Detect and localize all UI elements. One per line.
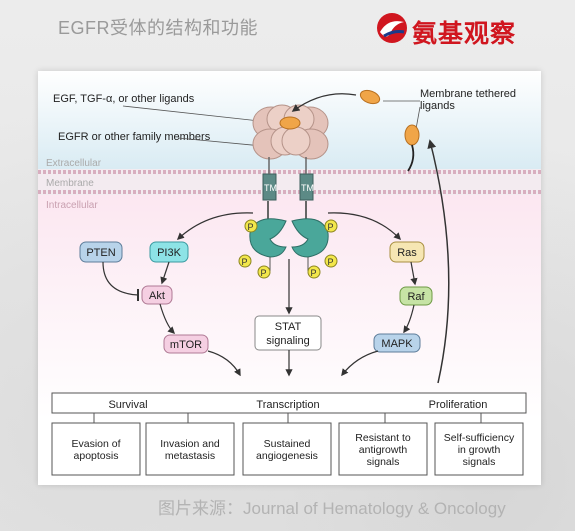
svg-text:Akt: Akt <box>149 290 165 302</box>
hallmark-box-line: in growth <box>458 444 501 456</box>
hallmark-box-line: angiogenesis <box>256 450 318 462</box>
autocrine-arrow <box>427 139 450 384</box>
hallmark-box-line: apoptosis <box>74 450 119 462</box>
image-source: 图片来源：Journal of Hematology & Oncology <box>158 499 506 518</box>
brand-logo-icon <box>377 13 407 43</box>
outcome-transcription: Transcription <box>256 399 319 411</box>
tm-label-left: TM <box>264 183 277 193</box>
brand-logo-text: 氨基观察 <box>412 20 517 48</box>
outcome-header: Survival Transcription Proliferation <box>51 392 527 414</box>
svg-text:P: P <box>328 257 334 267</box>
membrane-tethered-label-2: ligands <box>420 100 455 112</box>
outcome-proliferation: Proliferation <box>429 399 488 411</box>
node-raf: Raf <box>399 286 433 306</box>
hallmark-box-line: signals <box>463 456 496 468</box>
svg-text:PI3K: PI3K <box>157 247 182 259</box>
svg-text:P: P <box>242 257 248 267</box>
ligands-label: EGF, TGF-α, or other ligands <box>53 93 195 105</box>
membrane-tethered-label-1: Membrane tethered <box>420 88 516 100</box>
ligand-bound <box>279 116 301 130</box>
tethered-ligand <box>404 124 420 146</box>
diagram-card: Extracellular Membrane Intracellular EGF… <box>38 71 541 485</box>
ligand-free <box>359 89 381 105</box>
hallmark-box-line: Self-sufficiency <box>444 432 515 444</box>
ligand-binding-arrow <box>291 93 357 112</box>
node-ras: Ras <box>389 241 425 263</box>
hallmark-box-line: Evasion of <box>71 438 120 450</box>
hallmark-box-line: metastasis <box>165 450 215 462</box>
svg-text:STAT: STAT <box>275 321 302 333</box>
phosphate-group: P P P P P P <box>238 219 338 279</box>
svg-text:MAPK: MAPK <box>381 338 413 350</box>
tethered-pointer-2 <box>415 106 421 130</box>
membrane-label: Membrane <box>46 178 94 189</box>
intracellular-label: Intracellular <box>46 200 98 211</box>
svg-text:Ras: Ras <box>397 247 417 259</box>
svg-text:signaling: signaling <box>266 335 309 347</box>
egfr-diagram: Extracellular Membrane Intracellular EGF… <box>38 71 541 476</box>
brand-logo: 氨基观察 <box>374 8 544 48</box>
node-pten: PTEN <box>79 241 123 263</box>
hallmark-box-line: signals <box>367 456 400 468</box>
hallmark-box-line: Invasion and <box>160 438 220 450</box>
receptors-label: EGFR or other family members <box>58 131 211 143</box>
svg-text:Raf: Raf <box>407 291 425 303</box>
node-pi3k: PI3K <box>149 241 189 263</box>
svg-text:P: P <box>261 268 267 278</box>
ligands-pointer <box>122 105 279 124</box>
hallmark-box-line: Resistant to <box>355 432 411 444</box>
hallmark-box-line: antigrowth <box>359 444 408 456</box>
svg-text:mTOR: mTOR <box>170 339 202 351</box>
svg-text:P: P <box>311 268 317 278</box>
node-mapk: MAPK <box>373 333 421 353</box>
svg-text:PTEN: PTEN <box>86 247 115 259</box>
node-mtor: mTOR <box>163 334 209 354</box>
extracellular-label: Extracellular <box>46 158 102 169</box>
outcome-connectors <box>93 413 482 423</box>
tm-label-right: TM <box>301 183 314 193</box>
node-akt: Akt <box>141 285 173 305</box>
hallmark-box-line: Sustained <box>264 438 311 450</box>
outcome-survival: Survival <box>108 399 147 411</box>
page-title: EGFR受体的结构和功能 <box>58 18 259 38</box>
node-stat-signaling: STAT signaling <box>254 315 322 351</box>
svg-text:P: P <box>248 222 254 232</box>
svg-text:P: P <box>328 222 334 232</box>
pathway-arrows <box>102 212 418 377</box>
cell-membrane <box>38 169 541 195</box>
